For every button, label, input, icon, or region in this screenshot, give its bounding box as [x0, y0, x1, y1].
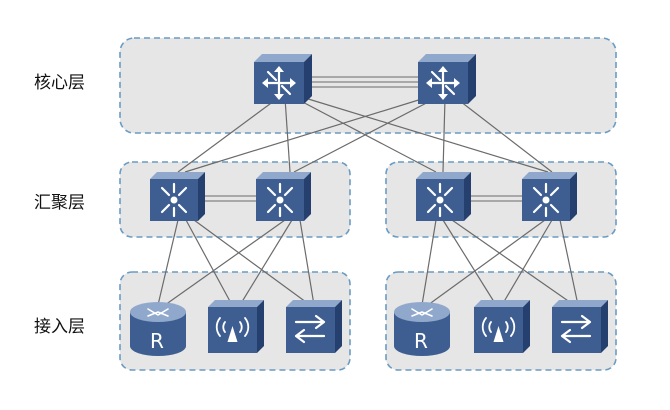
aggregation-switch-icon	[532, 182, 560, 218]
core-switch-1[interactable]	[254, 54, 312, 104]
core-switch-2[interactable]	[418, 54, 476, 104]
router-icon	[411, 308, 433, 317]
aggregation-access-links	[157, 219, 579, 306]
router-icon	[147, 308, 169, 317]
core-aggregation-links	[177, 97, 553, 173]
link	[559, 219, 579, 306]
agg-switch-3[interactable]	[416, 172, 471, 221]
router-2[interactable]: R	[394, 302, 450, 356]
access-switch-icon	[560, 314, 592, 344]
access-switch-2[interactable]	[552, 300, 608, 353]
aggregation-switch-icon	[426, 182, 454, 218]
link	[157, 219, 179, 306]
aggregation-switch-icon	[266, 182, 294, 218]
access-switch-icon	[294, 314, 326, 344]
link	[193, 219, 311, 306]
core-switch-icon	[426, 66, 460, 100]
link	[455, 97, 553, 173]
aggregation-switch-icon	[160, 182, 188, 218]
aggregation-layer-label: 汇聚层	[34, 193, 85, 213]
link	[284, 97, 291, 173]
link	[304, 97, 549, 173]
core-layer-zone	[119, 37, 617, 134]
core-layer-label: 核心层	[34, 73, 85, 93]
link	[185, 219, 233, 306]
agg-switch-2[interactable]	[256, 172, 311, 221]
link	[451, 219, 575, 306]
link	[239, 219, 293, 306]
router-1[interactable]: R	[130, 302, 186, 356]
link	[164, 219, 286, 306]
core-switch-icon	[262, 66, 296, 100]
wireless-ap-icon	[481, 317, 516, 342]
link	[177, 97, 279, 173]
wireless-ap-icon	[215, 317, 250, 342]
access-switch-1[interactable]	[286, 300, 342, 353]
link	[501, 219, 553, 306]
agg-switch-1[interactable]	[150, 172, 205, 221]
access-layer-label: 接入层	[34, 317, 85, 337]
link	[299, 219, 315, 306]
link	[442, 219, 497, 306]
router-label: R	[414, 329, 428, 353]
link	[421, 219, 437, 306]
link	[184, 97, 426, 173]
router-label: R	[150, 329, 164, 353]
peer-links	[202, 76, 522, 202]
wireless-ap-1[interactable]	[208, 300, 264, 353]
link	[293, 97, 437, 173]
link	[427, 219, 546, 306]
link	[442, 97, 446, 173]
wireless-ap-2[interactable]	[474, 300, 530, 353]
agg-switch-4[interactable]	[522, 172, 577, 221]
